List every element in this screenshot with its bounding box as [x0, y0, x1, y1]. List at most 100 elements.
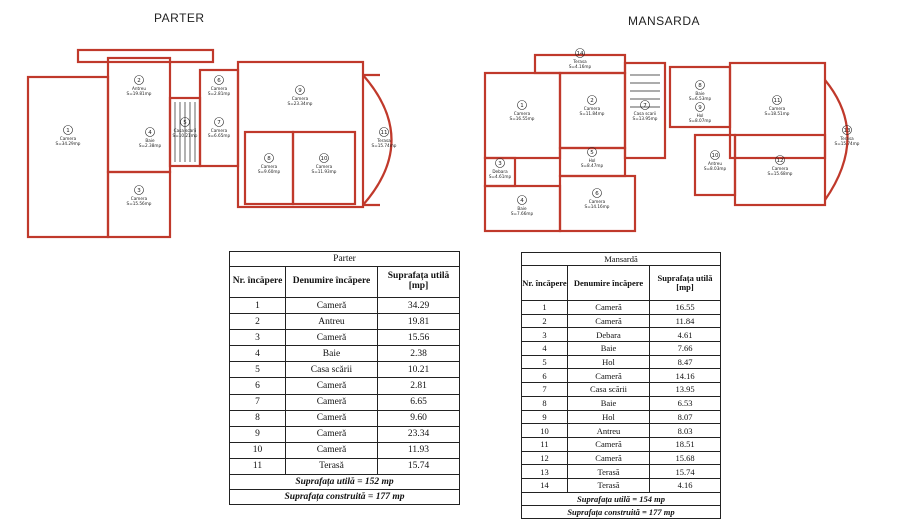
room-area-cell: 6.53: [648, 395, 722, 411]
room-number-circle: [180, 117, 190, 127]
room-area-cell: 16.55: [648, 300, 722, 315]
mansarda-room-table: Mansardă Nr. încăpere Denumire încăpere …: [520, 252, 722, 519]
room-number-cell: 12: [521, 450, 568, 466]
room-number-circle: [842, 125, 852, 135]
room-number-circle: [214, 117, 224, 127]
room-name-label: Camera: [292, 96, 309, 101]
room-area-cell: 8.07: [648, 409, 722, 425]
room-number-label: 5: [590, 150, 594, 156]
room-name-label: Terasa: [572, 59, 587, 64]
parter-room-table: Parter Nr. încăpere Denumire încăpere Su…: [228, 251, 461, 506]
room-name-label: Camera: [589, 199, 606, 204]
room-area-label: S=6.65mp: [208, 133, 231, 138]
room-number-cell: 2: [229, 313, 286, 331]
room-number-label: 7: [643, 103, 647, 109]
room-number-cell: 2: [521, 313, 568, 329]
room-area-label: S=13.95mp: [633, 116, 658, 121]
room-area-label: S=18.51mp: [765, 111, 790, 116]
room-number-label: 4: [520, 198, 524, 204]
room-number-label: 10: [321, 156, 328, 162]
room-area-cell: 2.38: [376, 345, 461, 363]
room-name-label: Baie: [517, 206, 527, 211]
room-area-cell: 13.95: [648, 382, 722, 397]
room-name-label: Casa scarii: [634, 111, 657, 116]
mansarda-heading: MANSARDA: [628, 14, 701, 28]
room-number-circle: [710, 150, 720, 160]
room-area-cell: 6.65: [376, 393, 461, 411]
room-name-label: Camera: [514, 111, 531, 116]
room-area-label: S=19.81mp: [127, 91, 152, 96]
room-area-cell: 34.29: [376, 296, 461, 315]
room-name-cell: Baie: [567, 395, 650, 411]
room-number-circle: [592, 188, 602, 198]
room-name-label: Camera: [261, 164, 278, 169]
room-name-label: Baie: [695, 91, 705, 96]
room-name-cell: Cameră: [285, 409, 378, 427]
room-number-circle: [587, 95, 597, 105]
room-area-label: S=23.34mp: [288, 101, 313, 106]
room-area-label: S=7.66mp: [511, 211, 534, 216]
room-area-cell: 18.51: [648, 436, 722, 452]
room-name-label: Camera: [131, 196, 148, 201]
room-name-label: Debara: [492, 169, 508, 174]
room-number-cell: 6: [521, 368, 568, 384]
room-number-circle: [145, 127, 155, 137]
total-built-area: Suprafața construită = 177 mp: [520, 504, 722, 519]
wall-terrace-arc: [824, 79, 849, 201]
room-number-cell: 4: [229, 345, 286, 363]
room-number-circle: [264, 153, 274, 163]
room-area-label: S=16.55mp: [510, 116, 535, 121]
room-name-label: Terasa: [839, 136, 854, 141]
room-name-cell: Cameră: [567, 313, 650, 329]
room-name-cell: Cameră: [285, 441, 378, 459]
room-number-circle: [775, 155, 785, 165]
table-title: Parter: [228, 251, 461, 267]
col-header-area: Suprafața utilă [mp]: [648, 265, 722, 301]
total-built-area: Suprafața construită = 177 mp: [228, 489, 461, 506]
room-area-cell: 2.81: [376, 377, 461, 395]
room-area-cell: 11.93: [376, 441, 461, 459]
room-name-label: Casa scarii: [174, 128, 197, 133]
room-number-cell: 13: [521, 464, 568, 479]
room-name-cell: Cameră: [567, 436, 650, 452]
room-number-circle: [134, 185, 144, 195]
col-header-nr: Nr. încăpere: [521, 265, 568, 301]
room-number-label: 6: [217, 78, 221, 84]
room-name-label: Antreu: [132, 86, 146, 91]
room-area-cell: 9.60: [376, 409, 461, 427]
room-number-cell: 5: [229, 361, 286, 379]
room-number-label: 1: [520, 103, 524, 109]
room-name-cell: Terasă: [567, 477, 650, 493]
room-area-cell: 23.34: [376, 425, 461, 443]
room-number-label: 7: [217, 120, 221, 126]
room-area-cell: 15.74: [376, 457, 461, 476]
room-number-circle: [517, 100, 527, 110]
room-area-label: S=11.93mp: [312, 169, 337, 174]
room-name-label: Camera: [211, 86, 228, 91]
room-area-label: S=9.60mp: [258, 169, 281, 174]
room-number-label: 1: [66, 128, 70, 134]
room-number-label: 11: [381, 130, 388, 136]
wall-room-9: [236, 60, 365, 209]
room-area-cell: 10.21: [376, 361, 461, 379]
wall-room-3: [106, 170, 172, 239]
room-name-label: Terasa: [376, 138, 391, 143]
room-number-label: 3: [137, 188, 141, 194]
room-number-cell: 10: [229, 441, 286, 459]
room-area-label: S=2.38mp: [139, 143, 162, 148]
room-area-cell: 11.84: [648, 313, 722, 329]
room-name-cell: Antreu: [567, 423, 650, 438]
room-name-cell: Hol: [567, 409, 650, 425]
wall-room-12: [733, 133, 827, 207]
room-area-cell: 19.81: [376, 313, 461, 331]
